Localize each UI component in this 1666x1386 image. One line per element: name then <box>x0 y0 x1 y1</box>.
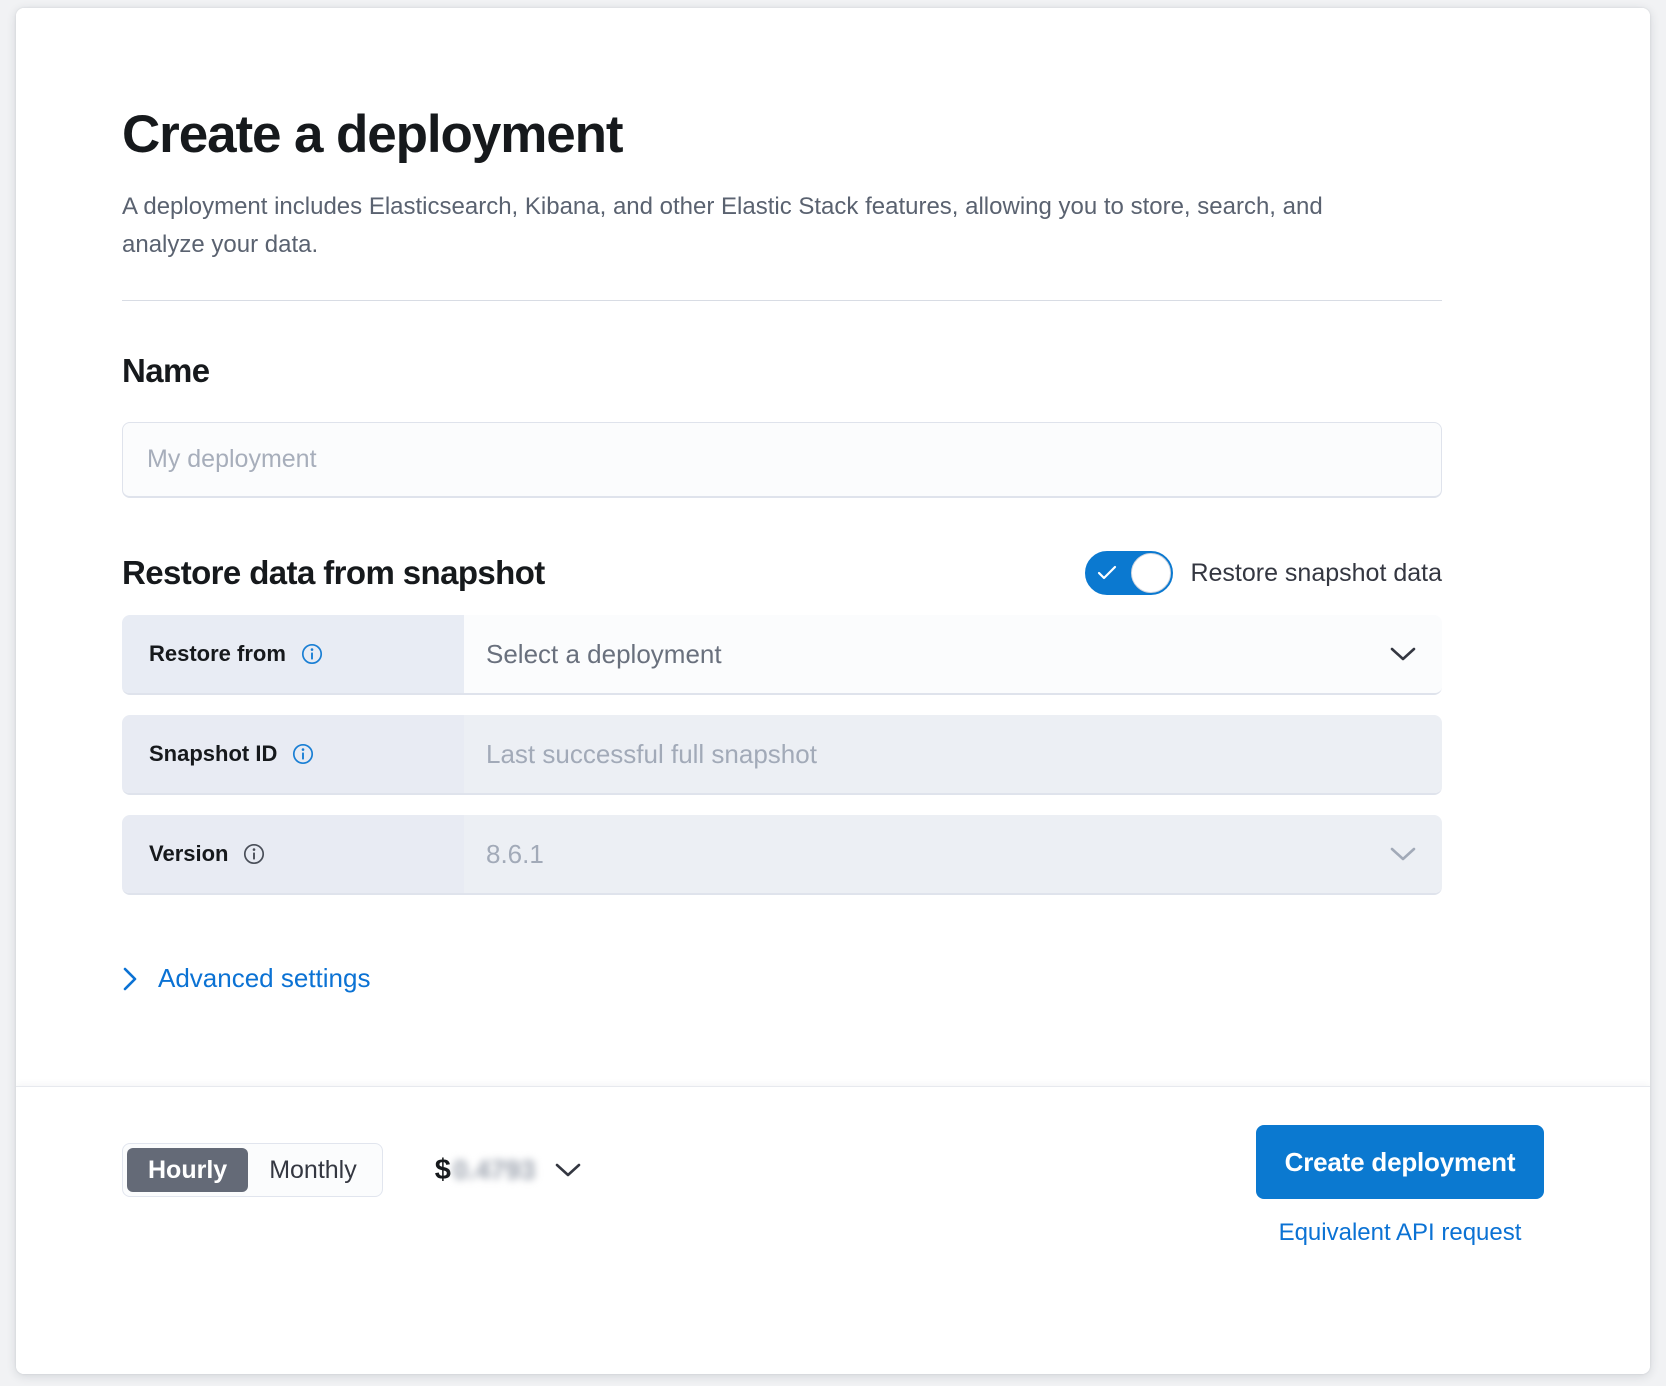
billing-period-monthly[interactable]: Monthly <box>269 1155 357 1184</box>
create-deployment-button[interactable]: Create deployment <box>1256 1125 1544 1199</box>
switch-knob <box>1131 553 1172 593</box>
chevron-down-icon[interactable] <box>553 1161 583 1179</box>
snapshot-id-value: Last successful full snapshot <box>486 738 817 769</box>
billing-group: Hourly Monthly $0.4793 <box>122 1143 583 1197</box>
footer-bar: Hourly Monthly $0.4793 Create deployment… <box>16 1086 1650 1374</box>
form-content: Create a deployment A deployment include… <box>122 104 1442 997</box>
restore-snapshot-switch[interactable] <box>1085 551 1174 595</box>
page-title: Create a deployment <box>122 105 624 164</box>
restore-from-label-group: Restore from <box>122 615 464 693</box>
snapshot-id-field: Last successful full snapshot <box>464 715 1442 793</box>
footer-actions: Create deployment Equivalent API request <box>1256 1125 1544 1247</box>
snapshot-section-title: Restore data from snapshot <box>122 554 545 591</box>
name-section-title: Name <box>122 352 210 389</box>
checkmark-icon <box>1098 565 1117 580</box>
version-label: Version <box>149 841 229 866</box>
version-label-group: Version <box>122 815 464 893</box>
billing-period-segmented-control[interactable]: Hourly Monthly <box>122 1143 383 1197</box>
version-row: Version 8.6.1 <box>122 815 1442 895</box>
restore-snapshot-toggle-group[interactable]: Restore snapshot data <box>1085 551 1442 595</box>
header-divider <box>122 300 1442 301</box>
restore-from-row[interactable]: Restore from Select a deployment <box>122 615 1442 695</box>
restore-from-label: Restore from <box>149 641 286 666</box>
info-circle-icon[interactable] <box>243 843 265 865</box>
chevron-down-icon[interactable] <box>1388 645 1418 663</box>
name-section: Name <box>122 351 1442 498</box>
price-currency: $ <box>434 1153 451 1186</box>
page-description: A deployment includes Elasticsearch, Kib… <box>122 193 1323 258</box>
price-display[interactable]: $0.4793 <box>435 1154 584 1187</box>
billing-period-hourly[interactable]: Hourly <box>127 1148 249 1192</box>
advanced-settings-toggle[interactable]: Advanced settings <box>122 963 370 994</box>
info-circle-icon[interactable] <box>301 643 323 665</box>
deployment-name-input[interactable] <box>122 422 1442 498</box>
snapshot-id-row: Snapshot ID Last successful full snapsho… <box>122 715 1442 795</box>
snapshot-id-label-group: Snapshot ID <box>122 715 464 793</box>
advanced-settings-label: Advanced settings <box>158 963 371 993</box>
restore-snapshot-switch-label: Restore snapshot data <box>1190 558 1442 587</box>
footer-inner: Hourly Monthly $0.4793 Create deployment… <box>122 1087 1544 1374</box>
info-circle-icon[interactable] <box>292 743 314 765</box>
snapshot-section-header: Restore data from snapshot Restore snaps… <box>122 551 1442 595</box>
chevron-down-icon <box>1390 847 1416 861</box>
restore-from-field[interactable]: Select a deployment <box>464 615 1442 693</box>
restore-from-value: Select a deployment <box>486 638 722 669</box>
chevron-right-icon[interactable] <box>122 966 138 992</box>
version-value: 8.6.1 <box>486 838 544 869</box>
create-deployment-panel: Create a deployment A deployment include… <box>16 8 1650 1374</box>
price-amount: $0.4793 <box>435 1154 536 1187</box>
form-body: Create a deployment A deployment include… <box>16 8 1650 1086</box>
equivalent-api-request-link[interactable]: Equivalent API request <box>1278 1219 1522 1246</box>
version-field: 8.6.1 <box>464 815 1442 893</box>
snapshot-id-label: Snapshot ID <box>149 741 278 766</box>
price-value-redacted: 0.4793 <box>452 1154 536 1185</box>
